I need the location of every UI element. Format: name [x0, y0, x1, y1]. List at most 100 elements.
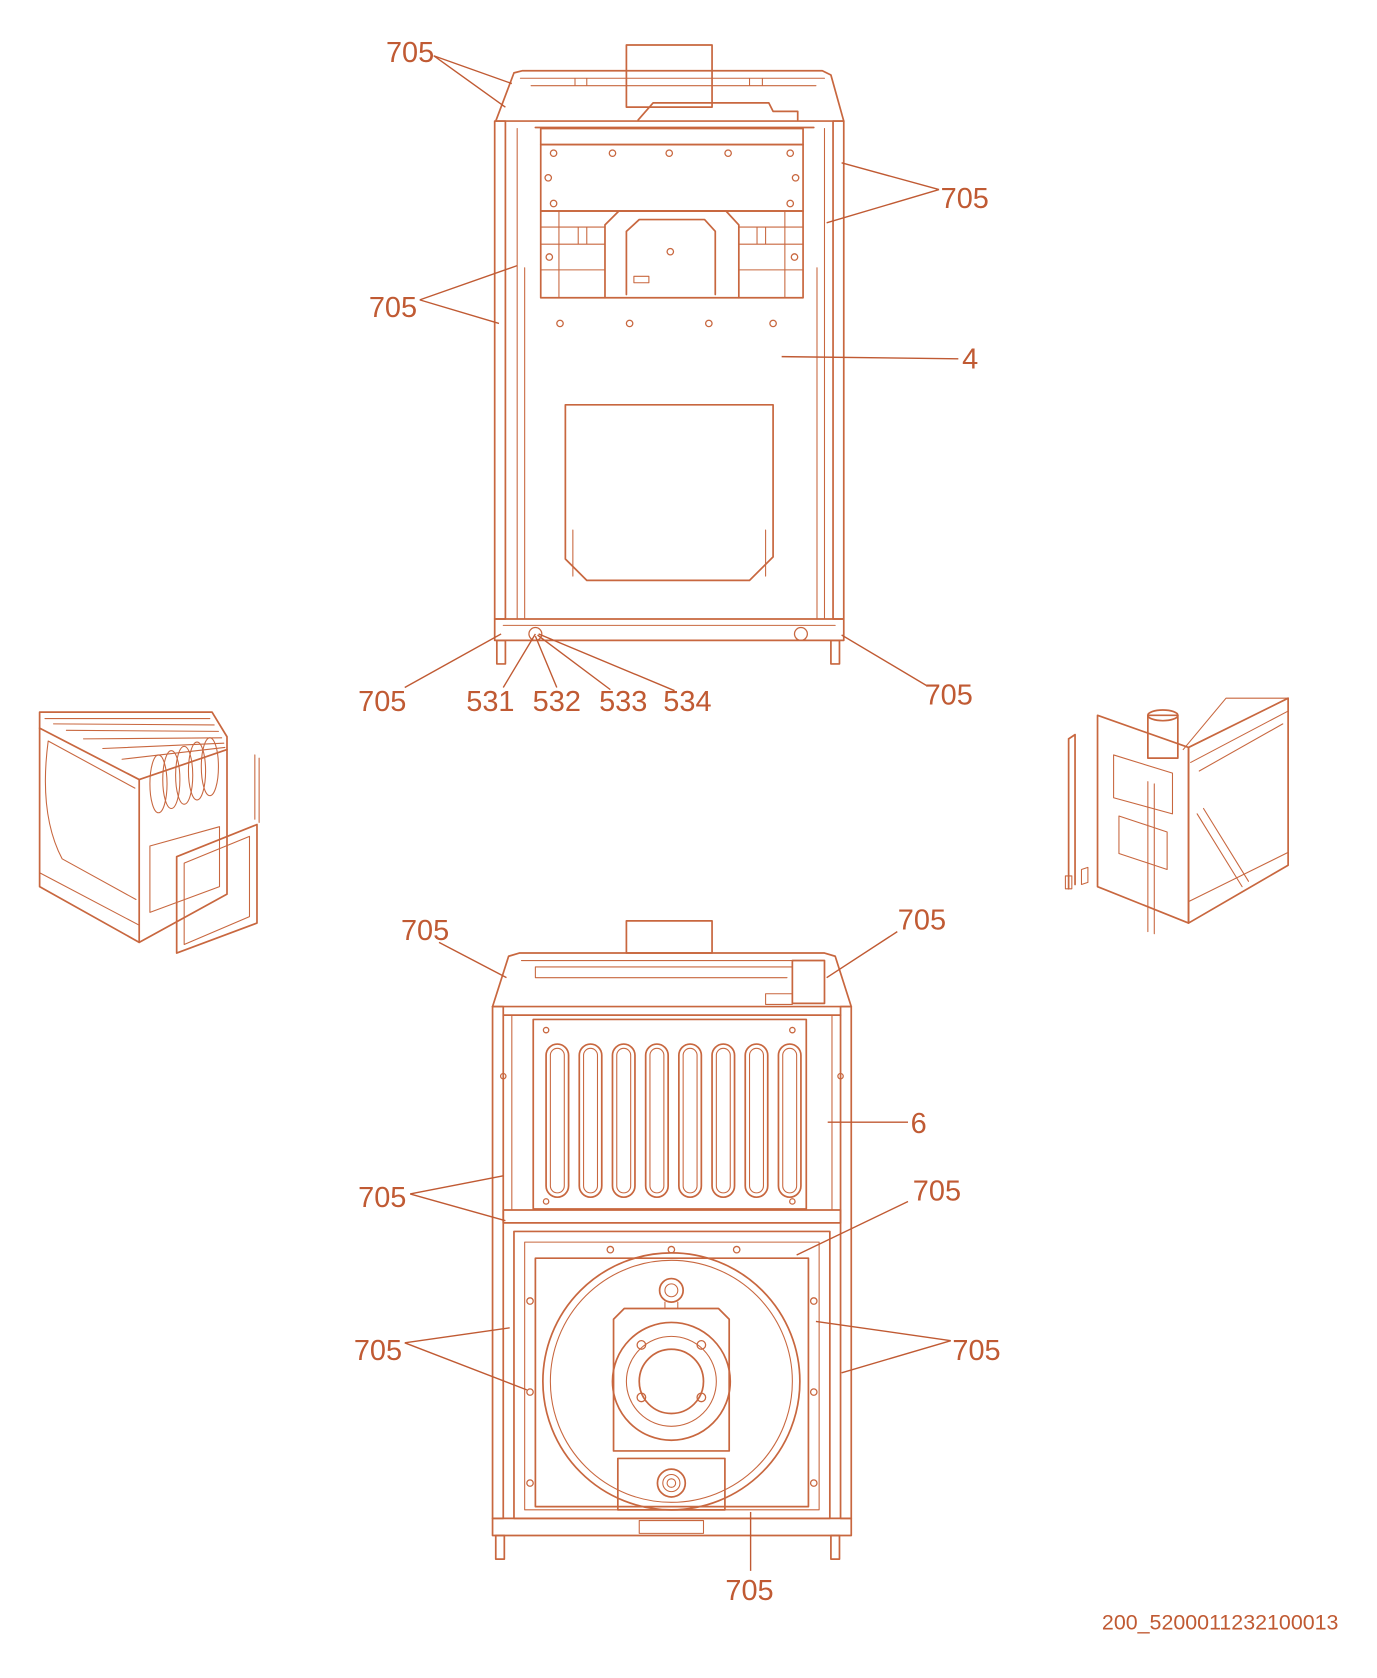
fan-mounting-panel — [534, 1257, 810, 1508]
top-cap — [491, 952, 853, 1008]
leader-line — [815, 1320, 952, 1374]
exchanger-section — [611, 1043, 636, 1199]
foot-right — [830, 639, 841, 665]
exchanger-section — [777, 1043, 802, 1199]
motor-hub — [638, 1348, 705, 1415]
bolt — [542, 1026, 550, 1034]
bolt — [549, 199, 558, 208]
iso-door-panel — [175, 823, 258, 954]
exchanger-section — [744, 1043, 769, 1199]
callout-label: 705 — [925, 680, 973, 712]
leader-line — [404, 1327, 528, 1391]
flue-box — [625, 920, 713, 954]
iso-side-rod — [254, 754, 260, 823]
coil — [175, 745, 194, 805]
front-view-lower — [491, 920, 853, 1560]
iso-loose-strip — [1067, 733, 1076, 890]
iso-top-rim — [38, 727, 228, 781]
front-view-lower-leaders — [404, 931, 952, 1571]
fixing-point — [556, 319, 564, 328]
foot-left — [494, 1534, 506, 1560]
bolt — [696, 1392, 707, 1403]
iso-flue-cylinder — [1147, 714, 1179, 760]
heat-exchanger-bolts — [499, 1026, 844, 1205]
bolt — [636, 1340, 647, 1350]
exchanger-section-inner — [748, 1047, 764, 1194]
iso-heat-exchanger-coils — [149, 737, 219, 814]
exchanger-section — [545, 1043, 570, 1199]
callout-label: 705 — [725, 1575, 773, 1607]
bolt — [526, 1388, 534, 1396]
bolt — [786, 199, 795, 208]
coil — [187, 741, 207, 801]
fan-housing — [542, 1251, 801, 1511]
leader-line — [433, 55, 513, 108]
fan-section-frame — [513, 1230, 831, 1520]
bolt — [789, 1198, 796, 1205]
pressure-port — [658, 1277, 685, 1303]
base-bolt-right — [793, 626, 808, 642]
inspection-window — [564, 403, 774, 582]
callout-label: 705 — [354, 1335, 402, 1367]
iso-diagonal-struts — [1196, 807, 1250, 888]
bolt — [790, 253, 799, 261]
leader-line — [419, 264, 518, 325]
iso-top-slats — [44, 718, 226, 760]
exchanger-section — [644, 1043, 670, 1199]
callout-label: 6 — [911, 1108, 927, 1140]
bolt — [809, 1479, 818, 1487]
iso-front-face — [1096, 714, 1190, 924]
callout-label: 534 — [663, 686, 711, 718]
cover-band — [539, 127, 804, 146]
leader-line — [781, 355, 959, 360]
exchanger-section-inner — [616, 1047, 632, 1194]
bolt — [499, 1072, 507, 1080]
frame-post-left — [493, 120, 507, 620]
flue-duct — [637, 101, 799, 121]
cover-plate-bolts — [544, 149, 800, 208]
fixing-point — [704, 319, 713, 328]
leader-line — [409, 1175, 506, 1222]
fixing-point — [625, 319, 634, 328]
exchanger-section-inner — [549, 1047, 565, 1194]
top-cap — [494, 69, 845, 122]
callout-label: 531 — [466, 686, 514, 718]
motor-flange — [611, 1321, 732, 1442]
callout-label: 533 — [599, 686, 647, 718]
frame-post-left — [491, 1005, 505, 1520]
iso-strip-clip — [1080, 866, 1089, 886]
foot-left — [495, 639, 507, 665]
drain-fitting — [656, 1468, 687, 1498]
exchanger-section-inner — [649, 1047, 665, 1194]
iso-side-cylinder — [39, 740, 140, 926]
iso-vertical-rods — [1147, 781, 1155, 935]
frame-post-right — [832, 120, 845, 620]
iso-door-panel-inner — [183, 835, 251, 946]
heat-exchanger-frame — [532, 1018, 808, 1210]
burner-section-details — [540, 210, 804, 299]
iso-front-opening — [149, 826, 221, 913]
bolt — [667, 1245, 676, 1254]
iso-side-face — [1187, 697, 1289, 924]
panel-fixing-points — [556, 319, 777, 328]
foot-right — [830, 1534, 841, 1560]
iso-front-opening — [1118, 815, 1168, 871]
leader-line — [841, 634, 927, 686]
iso-strip-clip — [1064, 875, 1073, 890]
exchanger-section-inner — [715, 1047, 731, 1194]
pressure-port-inner — [664, 1283, 679, 1298]
isometric-view-right — [1064, 697, 1289, 935]
bolt — [608, 149, 617, 158]
bolt — [544, 173, 553, 182]
bolt — [549, 149, 558, 158]
bolt — [666, 247, 675, 256]
bolt — [837, 1072, 844, 1080]
leader-line — [826, 931, 898, 979]
base-bolt-left — [528, 626, 543, 642]
leader-line — [502, 633, 675, 692]
bolt — [526, 1479, 534, 1487]
front-view-upper — [493, 44, 845, 665]
drain-fitting-inner — [662, 1473, 681, 1493]
bolt — [526, 1297, 534, 1305]
bolt — [791, 173, 800, 182]
